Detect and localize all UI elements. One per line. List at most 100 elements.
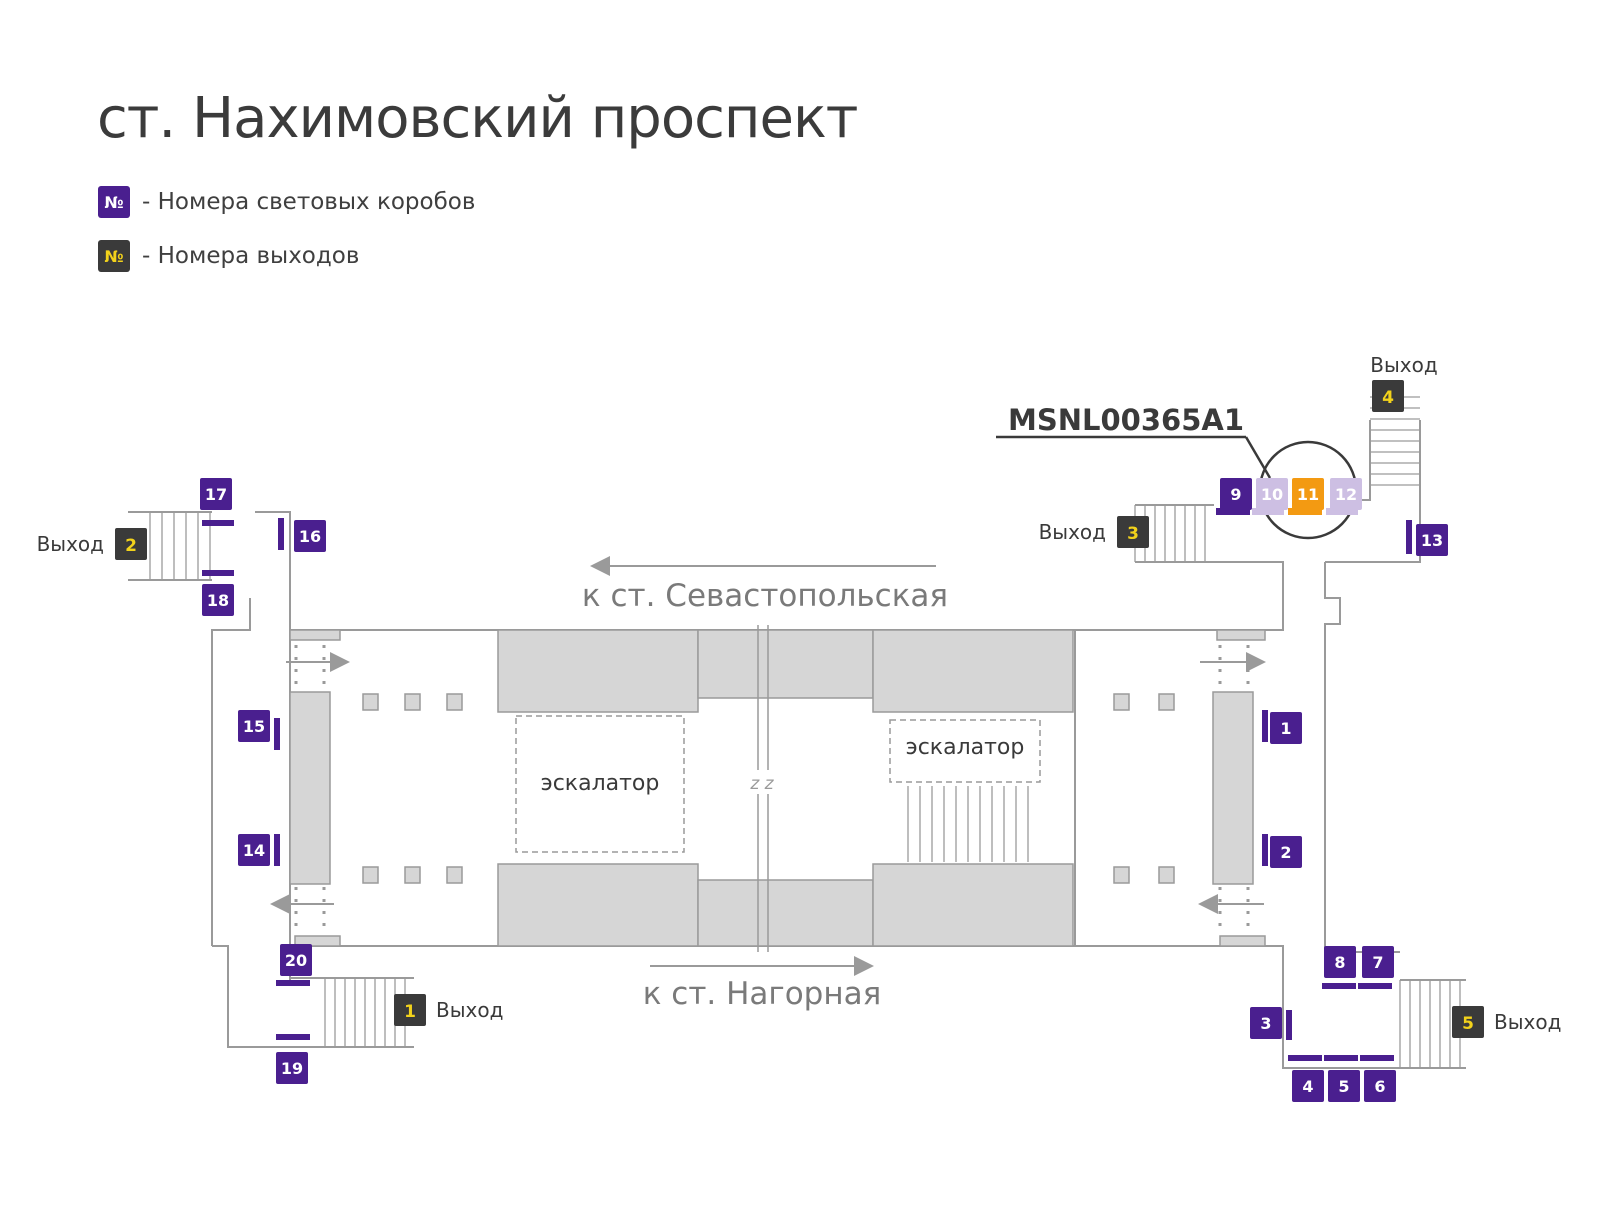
- light-box-5: 5: [1328, 1070, 1360, 1102]
- light-box-bar-11: [1288, 508, 1322, 515]
- track-break-mask: [748, 770, 776, 794]
- light-box-number: 5: [1338, 1077, 1349, 1096]
- exit-3: 3 Выход: [1039, 516, 1149, 548]
- light-box-badge-bg: [1220, 478, 1252, 510]
- light-box-bar: [1406, 520, 1412, 554]
- light-box-badge-bg: [1362, 946, 1394, 978]
- light-box-13: 13: [1416, 524, 1448, 556]
- escalator-left-label: эскалатор: [541, 771, 660, 796]
- exit-label: Выход: [37, 532, 104, 556]
- light-box-bar: [1360, 1055, 1394, 1061]
- light-box-12: 12: [1330, 478, 1362, 510]
- light-box-15: 15: [238, 710, 270, 742]
- light-box-number: 10: [1261, 485, 1283, 504]
- light-box-number: 12: [1335, 485, 1357, 504]
- light-box-4: 4: [1292, 1070, 1324, 1102]
- highlight-code-label: MSNL00365A1: [1008, 403, 1244, 437]
- exit-badge-bg: [394, 994, 426, 1026]
- exit-number: 5: [1462, 1014, 1474, 1034]
- exit-4: 4 Выход: [1370, 353, 1438, 412]
- light-box-18: 18: [202, 584, 234, 616]
- escalator-left: [515, 715, 685, 853]
- legend-exit-chip: №: [98, 240, 130, 272]
- light-box-badge-bg: [280, 944, 312, 976]
- exit-badge-bg: [1372, 380, 1404, 412]
- legend-exit: № - Номера выходов: [98, 240, 359, 272]
- light-box-bar: [278, 518, 284, 550]
- exit-number: 1: [404, 1002, 416, 1022]
- light-box-number: 1: [1280, 719, 1291, 738]
- light-box-1: 1: [1270, 712, 1302, 744]
- light-box-badge-bg: [294, 520, 326, 552]
- page-title: ст. Нахимовский проспект: [97, 86, 858, 151]
- light-box-badge-bg: [202, 584, 234, 616]
- light-box-number: 14: [243, 841, 265, 860]
- exit-label: Выход: [436, 998, 503, 1022]
- light-box-11: 11: [1292, 478, 1324, 510]
- callout-leader: [1244, 436, 1272, 479]
- light-box-19: 19: [276, 1052, 308, 1084]
- light-box-bar: [1324, 1055, 1358, 1061]
- light-box-bar-12: [1326, 508, 1358, 515]
- light-box-bar: [1216, 508, 1250, 515]
- light-box-bar-10: [1252, 508, 1284, 515]
- light-box-bar: [1358, 983, 1392, 989]
- escalator-right: [889, 719, 1041, 783]
- light-box-2: 2: [1270, 836, 1302, 868]
- light-box-bars: [202, 508, 1412, 1061]
- light-box-badge-bg: [1270, 836, 1302, 868]
- exit-5: 5 Выход: [1452, 1006, 1561, 1038]
- light-box-badge-bg: [1270, 712, 1302, 744]
- light-box-badge-bg: [200, 478, 232, 510]
- exit-badge-bg: [1452, 1006, 1484, 1038]
- pillars: [362, 693, 1175, 884]
- light-box-bar: [274, 834, 280, 866]
- light-box-10: 10: [1256, 478, 1288, 510]
- exit-label: Выход: [1494, 1010, 1561, 1034]
- light-box-7: 7: [1362, 946, 1394, 978]
- exit-badge-bg: [1117, 516, 1149, 548]
- light-box-badge-bg: [1364, 1070, 1396, 1102]
- light-box-number: 13: [1421, 531, 1443, 550]
- exit-badge-bg: [115, 528, 147, 560]
- light-box-16: 16: [294, 520, 326, 552]
- light-box-badge-bg: [238, 710, 270, 742]
- light-box-number: 15: [243, 717, 265, 736]
- legend-box-text: - Номера световых коробов: [142, 189, 476, 215]
- legend-exit-text: - Номера выходов: [142, 243, 360, 269]
- stairs-hatching: [149, 396, 1461, 1068]
- light-box-bar: [1286, 1010, 1292, 1040]
- light-box-number: 9: [1230, 485, 1241, 504]
- light-box-badge-bg: [1250, 1007, 1282, 1039]
- light-box-number: 19: [281, 1059, 303, 1078]
- exit-1: 1 Выход: [394, 994, 503, 1026]
- light-box-number: 16: [299, 527, 321, 546]
- light-box-17: 17: [200, 478, 232, 510]
- light-box-badge-bg: [1330, 478, 1362, 510]
- exit-number: 3: [1127, 524, 1139, 544]
- light-box-badge-bg: [276, 1052, 308, 1084]
- direction-top-label: к ст. Севастопольская: [582, 578, 948, 614]
- exit-label: Выход: [1370, 353, 1437, 377]
- turnstiles: [294, 645, 1250, 932]
- light-box-bar: [1262, 710, 1268, 742]
- light-box-number: 6: [1374, 1077, 1385, 1096]
- exit-label: Выход: [1039, 520, 1106, 544]
- escalator-right-label: эскалатор: [906, 735, 1025, 760]
- light-box-bar: [202, 520, 234, 526]
- light-box-badge-bg: [1292, 1070, 1324, 1102]
- light-box-3: 3: [1250, 1007, 1282, 1039]
- light-box-badge-bg: [1328, 1070, 1360, 1102]
- exit-number: 4: [1382, 388, 1394, 408]
- light-box-number: 2: [1280, 843, 1291, 862]
- light-box-bar: [274, 718, 280, 750]
- light-box-badge-bg: [1324, 946, 1356, 978]
- light-box-bar: [202, 570, 234, 576]
- light-box-6: 6: [1364, 1070, 1396, 1102]
- light-box-number: 3: [1260, 1014, 1271, 1033]
- light-box-badge-bg: [1292, 478, 1324, 510]
